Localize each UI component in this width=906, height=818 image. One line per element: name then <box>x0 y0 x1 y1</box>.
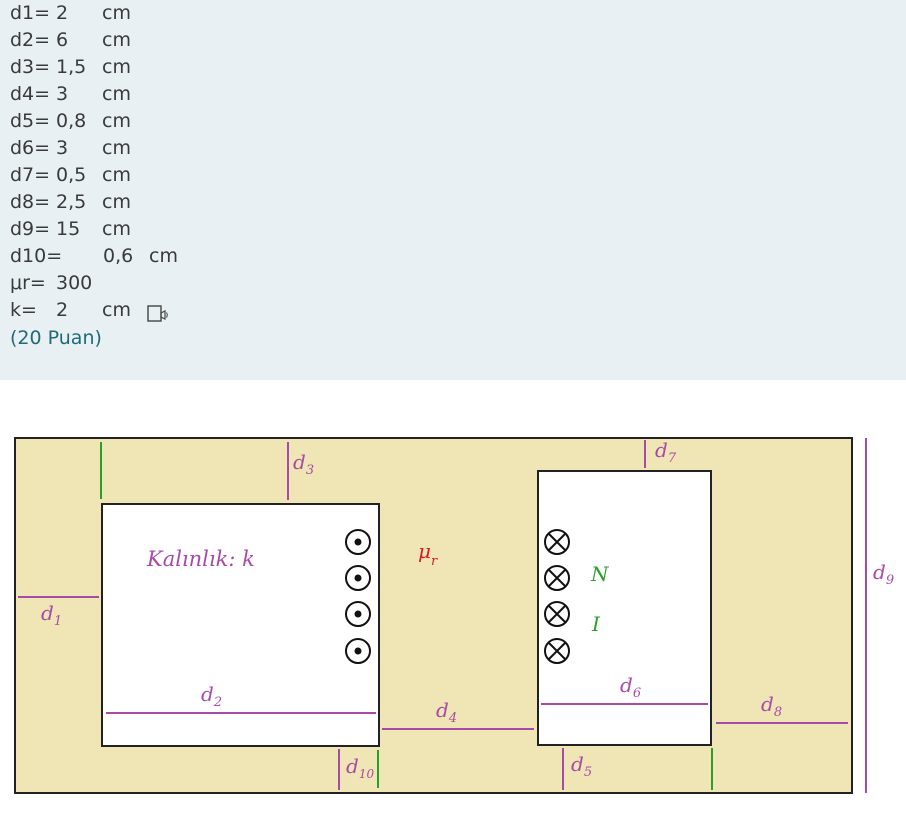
param-unit: cm <box>102 164 131 186</box>
question-panel <box>0 0 906 380</box>
param-value: 0,5 <box>56 164 87 186</box>
param-value: 6 <box>56 29 69 51</box>
param-value: 15 <box>56 218 81 240</box>
param-unit: cm <box>149 245 178 267</box>
param-unit: cm <box>102 191 131 213</box>
label-d1: d1 <box>41 601 62 629</box>
param-name: d3= <box>10 56 51 78</box>
label-d2: d2 <box>201 682 222 710</box>
label-d6: d6 <box>620 673 641 701</box>
param-unit: cm <box>102 56 131 78</box>
param-value: 2 <box>56 2 69 24</box>
param-name: d1= <box>10 2 51 24</box>
points-label: (20 Puan) <box>10 327 102 349</box>
left-window <box>101 503 380 747</box>
param-value: 300 <box>56 272 93 294</box>
param-name: k= <box>10 299 37 321</box>
param-name: d7= <box>10 164 51 186</box>
param-value: 0,6 <box>103 245 134 267</box>
mu-label: μr <box>418 539 438 569</box>
param-name: d4= <box>10 83 51 105</box>
immersive-reader-icon[interactable] <box>147 305 169 325</box>
param-name: d2= <box>10 29 51 51</box>
param-value: 3 <box>56 83 69 105</box>
param-value: 2 <box>56 299 69 321</box>
label-d7: d7 <box>655 438 677 466</box>
param-unit: cm <box>102 29 131 51</box>
param-unit: cm <box>102 299 131 321</box>
param-value: 0,8 <box>56 110 87 132</box>
param-unit: cm <box>102 2 131 24</box>
param-name: μr= <box>10 272 46 294</box>
param-unit: cm <box>102 110 131 132</box>
param-unit: cm <box>102 218 131 240</box>
param-name: d8= <box>10 191 51 213</box>
label-d8: d8 <box>761 692 782 720</box>
thickness-label: Kalınlık: k <box>146 547 255 571</box>
param-name: d10= <box>10 245 63 267</box>
param-name: d6= <box>10 137 51 159</box>
param-value: 3 <box>56 137 69 159</box>
param-value: 2,5 <box>56 191 87 213</box>
param-value: 1,5 <box>56 56 87 78</box>
label-d10: d10 <box>346 754 374 781</box>
turns-label: N <box>590 562 610 586</box>
param-name: d9= <box>10 218 51 240</box>
label-d5: d5 <box>571 752 592 780</box>
label-d4: d4 <box>436 698 457 726</box>
param-unit: cm <box>102 137 131 159</box>
param-unit: cm <box>102 83 131 105</box>
label-d9: d9 <box>873 560 894 588</box>
magnetic-circuit-diagram: Kalınlık: k μr N I d1 d2 d3 d4 d5 d6 d7 … <box>14 437 894 794</box>
current-label: I <box>591 612 601 636</box>
label-d3: d3 <box>293 450 314 478</box>
param-name: d5= <box>10 110 51 132</box>
